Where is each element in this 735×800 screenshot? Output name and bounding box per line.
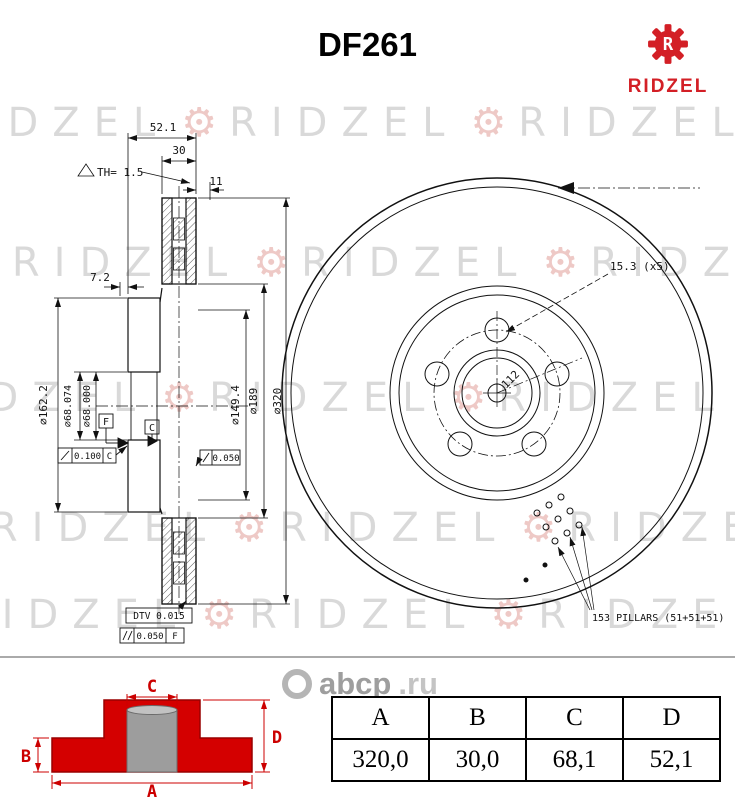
watermark-text: RIDZEL: [498, 375, 728, 421]
section-diagram-labels: A B C D: [21, 677, 282, 800]
datum-f-label: F: [103, 417, 109, 428]
table-value-cell: 52,1: [622, 738, 721, 782]
dimensions-table: A B C D 320,0 30,0 68,1 52,1: [331, 696, 721, 782]
table-value-row: 320,0 30,0 68,1 52,1: [331, 738, 721, 782]
dia-hat-label: ∅162.2: [37, 385, 50, 425]
brand-name: RIDZEL: [627, 76, 709, 97]
table-header-cell: B: [428, 696, 527, 740]
bolt-holes-label: 15.3 (x5): [610, 260, 670, 273]
abcp-logo-icon: [282, 669, 312, 699]
watermark-text: RIDZEL: [590, 240, 735, 286]
table-value-cell: 320,0: [331, 738, 430, 782]
watermark-row: ⚙RIDZEL⚙RIDZEL⚙RIDZEL: [0, 592, 735, 638]
gear-icon: ⚙: [490, 592, 527, 638]
abcp-site-name: abcp: [319, 666, 392, 701]
front-view-geometry: [281, 177, 713, 609]
dia-bore-max-label: ∅68.074: [63, 385, 74, 427]
gear-icon: ⚙: [542, 240, 579, 286]
hub-cylinder-shape: [126, 709, 178, 773]
pillars-note-label: 153 PILLARS (51+51+51): [592, 613, 724, 624]
part-number-title: DF261: [317, 26, 418, 63]
table-value-cell: 30,0: [428, 738, 527, 782]
watermark-text: RIDZEL: [518, 100, 735, 146]
cross-section-dimensions: [54, 133, 290, 605]
abcp-watermark: abcp .ru: [282, 666, 438, 702]
watermark-row: ⚙RIDZEL⚙RIDZEL⚙RIDZEL: [0, 100, 735, 146]
runout-value-label: 0.100: [74, 452, 101, 462]
gear-icon: ⚙: [470, 100, 507, 146]
pcd-label: 112: [499, 368, 522, 391]
tolerance-frames: [57, 413, 241, 644]
gear-icon: ⚙: [201, 592, 238, 638]
watermark-text: RIDZEL: [229, 100, 459, 146]
section-label-b: B: [21, 747, 31, 767]
table-header-cell: C: [525, 696, 624, 740]
brand-logo-letter: R: [663, 35, 674, 55]
runout-datum-label: C: [107, 452, 112, 462]
brand-logo: R RIDZEL: [613, 18, 723, 98]
section-label-d: D: [272, 728, 282, 748]
dia-outer-label: ∅320: [271, 388, 284, 415]
watermark-text: RIDZEL: [279, 505, 509, 551]
hub-cylinder-top: [126, 705, 178, 715]
dim-hat-depth-label: 11: [209, 175, 222, 188]
dtv-label: DTV 0.015: [133, 611, 184, 622]
inner-runout-value-label: 0.050: [212, 454, 239, 464]
datum-c-label: C: [149, 423, 155, 434]
table-header-cell: D: [622, 696, 721, 740]
watermark-text: RIDZEL: [0, 592, 190, 638]
section-label-a: A: [147, 782, 157, 800]
rotation-arrow-icon: [558, 182, 574, 194]
dia-bore-min-label: ∅68.000: [82, 385, 93, 427]
dim-min-thickness-label: TH= 1.5: [97, 166, 143, 179]
dim-thickness-label: 30: [172, 144, 185, 157]
table-value-cell: 68,1: [525, 738, 624, 782]
watermark-text: RIDZEL: [538, 592, 735, 638]
parallel-datum-label: F: [172, 632, 177, 642]
dia-inner-vane-label: ∅149.4: [229, 385, 242, 425]
dim-wall-label: 7.2: [90, 271, 110, 284]
dia-friction-inner-label: ∅189: [247, 388, 260, 415]
abcp-site-tld: .ru: [398, 666, 438, 701]
parallel-value-label: 0.050: [136, 632, 163, 642]
section-diagram: [33, 694, 270, 789]
table-header-cell: A: [331, 696, 430, 740]
centerlines: [96, 186, 248, 614]
gear-icon: ⚙: [520, 505, 557, 551]
dim-total-width-label: 52.1: [150, 121, 177, 134]
brand-gear-icon: R: [648, 24, 688, 64]
watermark-text: RIDZEL: [0, 375, 150, 421]
table-header-row: A B C D: [331, 696, 721, 740]
section-dimension-lines: [33, 694, 270, 789]
cross-section-geometry: [127, 197, 197, 605]
section-label-c: C: [147, 677, 157, 697]
pillar-dots: [523, 493, 595, 611]
drawing-labels: 52.1 30 TH= 1.5 11 7.2 ∅162.2 ∅68.074 ∅6…: [37, 121, 724, 642]
